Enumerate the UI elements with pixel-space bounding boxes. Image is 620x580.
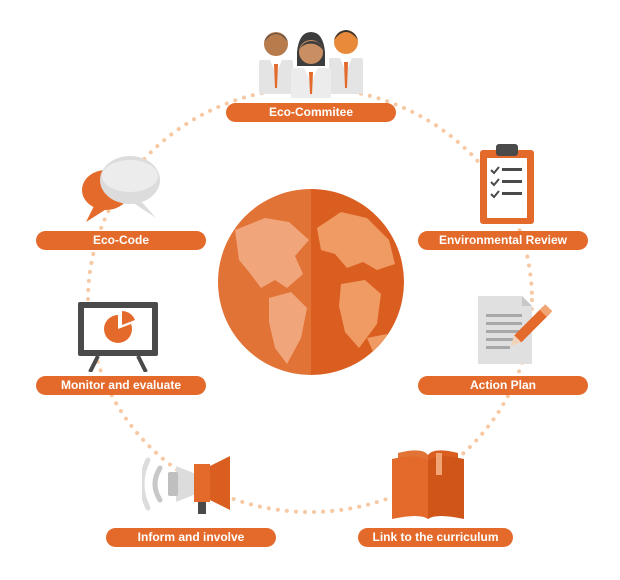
committee-people-icon [259,30,363,98]
step-label-eco-committee: Eco-Commitee [226,103,396,122]
open-book-icon [392,450,464,519]
globe-icon [218,189,404,375]
step-label-inform-and-involve: Inform and involve [106,528,276,547]
step-label-link-to-curriculum: Link to the curriculum [358,528,513,547]
step-label-eco-code: Eco-Code [36,231,206,250]
step-label-environmental-review: Environmental Review [418,231,588,250]
megaphone-icon [142,456,230,514]
speech-bubbles-icon [82,156,160,222]
step-label-action-plan: Action Plan [418,376,588,395]
document-pencil-icon [478,296,553,364]
step-label-monitor-and-evaluate: Monitor and evaluate [36,376,206,395]
presentation-board-icon [78,302,158,372]
clipboard-checklist-icon [480,144,534,224]
